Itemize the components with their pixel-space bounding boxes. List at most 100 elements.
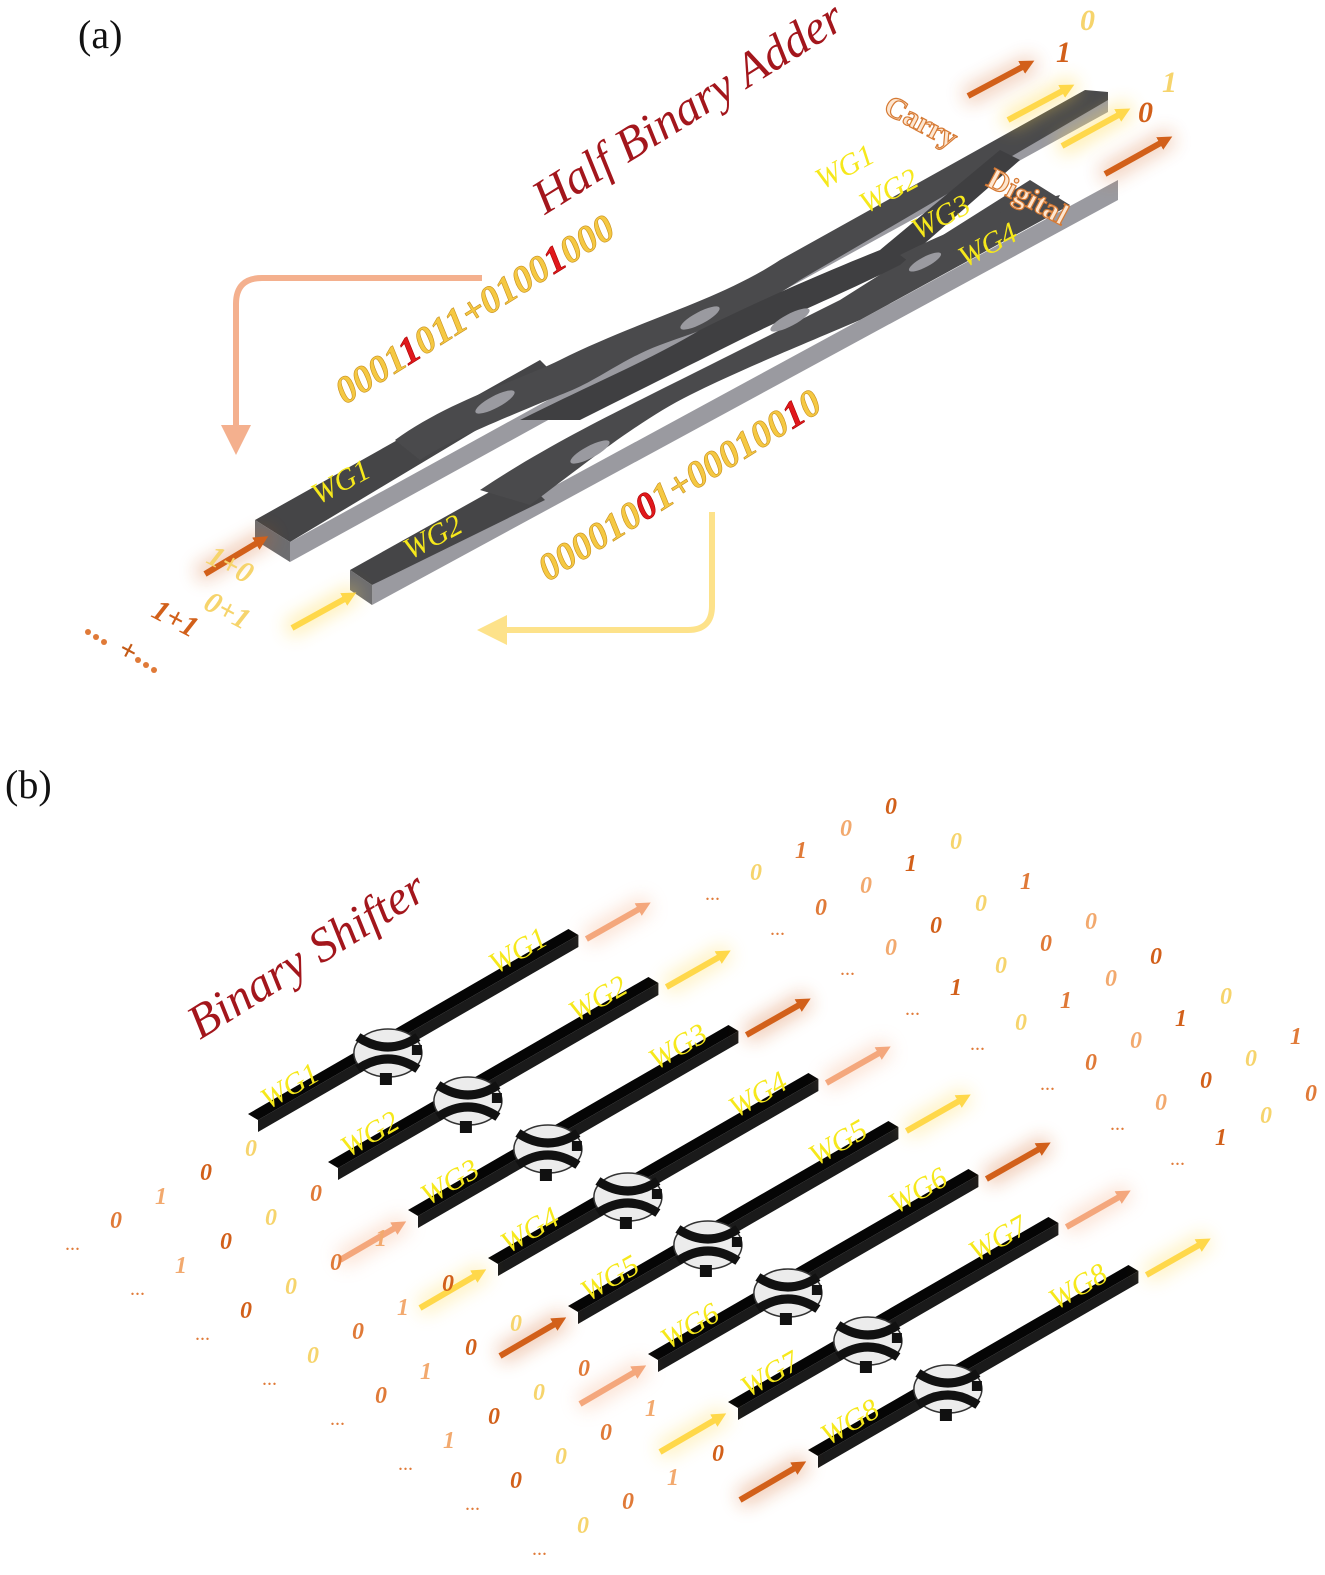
output-bitstream-1: ...0100 [705,794,897,905]
svg-text:1: 1 [443,1428,455,1454]
shifter-junction-6 [753,1268,823,1325]
svg-text:0: 0 [1155,1090,1167,1116]
svg-text:1: 1 [1020,869,1032,895]
carry-output-2: 0 [1080,4,1095,37]
svg-text:0: 0 [555,1444,567,1470]
adder-input-arrows [194,528,360,637]
svg-text:0: 0 [265,1205,277,1231]
svg-text:0: 0 [1220,984,1232,1010]
panel-a: (a) Half Binary Adder WG1 WG2 WG1 [78,0,1177,673]
shifter-waveguide-1 [248,929,579,1132]
svg-text:0: 0 [975,891,987,917]
svg-text:0: 0 [1085,909,1097,935]
svg-text:...: ... [1040,1073,1055,1095]
shifter-junction-3 [513,1124,583,1181]
svg-text:0: 0 [375,1383,387,1409]
shifter-input-arrow-3 [338,1221,407,1263]
svg-text:0: 0 [1305,1081,1317,1107]
shifter-junction-1 [353,1028,423,1085]
binary-shifter-title: Binary Shifter [178,861,436,1050]
input-bitstream-5: ...0100 [330,1311,522,1430]
svg-text:0: 0 [510,1311,522,1337]
svg-text:0: 0 [622,1489,634,1515]
panel-a-label: (a) [78,12,122,57]
shifter-waveguide-7 [728,1217,1059,1420]
svg-text:...: ... [705,883,720,905]
svg-text:0: 0 [840,816,852,842]
svg-text:1: 1 [155,1184,167,1210]
svg-text:...: ... [195,1323,210,1345]
shifter-waveguide-2 [328,977,659,1180]
panel-b-label: (b) [5,762,52,807]
adder-output-arrows [960,53,1177,184]
shifter-junction-5 [673,1220,743,1277]
svg-text:0: 0 [950,829,962,855]
shifter-waveguide-8 [808,1265,1139,1468]
svg-text:...: ... [840,958,855,980]
svg-text:0: 0 [577,1513,589,1539]
svg-text:...: ... [130,1278,145,1300]
adder-waveguide-chip [255,90,1118,605]
output-bitstream-8: ...1000 [1170,1081,1317,1170]
svg-text:...: ... [1170,1148,1185,1170]
svg-text:0: 0 [330,1250,342,1276]
svg-text:0: 0 [750,860,762,886]
shifter-waveguide-4 [488,1073,819,1276]
svg-text:0: 0 [510,1468,522,1494]
shifter-junction-7 [833,1316,903,1373]
input-ellipsis [85,629,157,673]
svg-text:0: 0 [712,1441,724,1467]
svg-text:0: 0 [442,1271,454,1297]
svg-text:...: ... [532,1538,547,1560]
input-bitstream-6: ...1000 [398,1356,590,1475]
svg-text:...: ... [330,1408,345,1430]
svg-text:0: 0 [600,1420,612,1446]
input-plus: + [113,632,144,669]
svg-text:0: 0 [860,873,872,899]
shifter-waveguide-6 [648,1169,979,1372]
shifter-junction-8 [913,1364,983,1421]
shifter-output-arrow-2 [664,950,731,990]
top-sequence-flow-arrow [221,275,482,455]
shifter-input-arrow-4 [418,1269,487,1311]
svg-text:...: ... [770,918,785,940]
svg-text:0: 0 [930,913,942,939]
shifter-output-arrow-6 [984,1142,1051,1182]
svg-text:0: 0 [220,1229,232,1255]
svg-text:0: 0 [578,1356,590,1382]
svg-text:1: 1 [175,1253,187,1279]
shifter-output-arrow-5 [904,1094,971,1134]
svg-text:0: 0 [200,1160,212,1186]
svg-text:...: ... [65,1233,80,1255]
input-bitstream-4: ...0010 [262,1271,454,1390]
shifter-junction-2 [433,1076,503,1133]
svg-text:1: 1 [905,851,917,877]
svg-text:0: 0 [1200,1068,1212,1094]
svg-text:1: 1 [1175,1006,1187,1032]
half-adder-title: Half Binary Adder [522,0,853,225]
output-bitstream-5: ...0100 [970,944,1162,1055]
svg-text:0: 0 [885,935,897,961]
svg-text:1: 1 [1215,1125,1227,1151]
output-bitstream-4: ...1000 [905,909,1097,1020]
shifter-layer: WG1WG1WG2WG2WG3WG3WG4WG4WG5WG5WG6WG6WG7W… [65,794,1317,1560]
shifter-output-arrow-1 [584,902,651,942]
svg-text:...: ... [262,1368,277,1390]
svg-text:0: 0 [815,895,827,921]
svg-text:0: 0 [245,1136,257,1162]
input-bitstream-1: ... 0 1 0 0 [65,1136,257,1255]
shifter-junction-4 [593,1172,663,1229]
shifter-input-arrow-6 [578,1365,647,1407]
panel-b: (b) Binary Shifter WG1WG1WG2WG2WG3WG3WG4… [5,762,1317,1560]
shifter-input-arrow-5 [498,1317,567,1359]
input-bitstream-2: ...1000 [130,1181,322,1300]
input-bitstream-8: ...0010 [532,1441,724,1560]
svg-text:...: ... [465,1493,480,1515]
svg-text:0: 0 [1015,1010,1027,1036]
svg-text:0: 0 [1150,944,1162,970]
input-pair-2: 0+1 [199,585,256,636]
svg-text:...: ... [970,1033,985,1055]
svg-text:...: ... [1110,1113,1125,1135]
svg-text:1: 1 [1060,988,1072,1014]
